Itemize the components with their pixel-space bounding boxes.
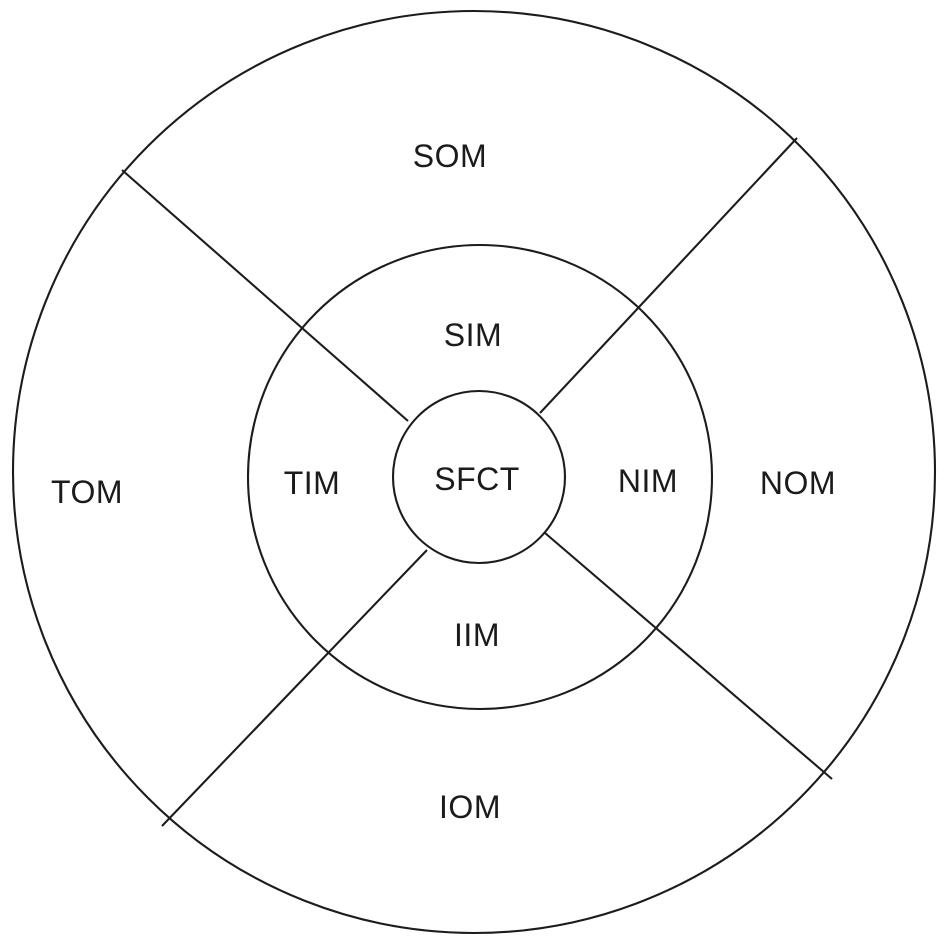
divider-line-top-left bbox=[121, 169, 409, 422]
inner-ring-label-bottom: IIM bbox=[454, 617, 500, 653]
inner-ring-label-right: NIM bbox=[618, 463, 678, 499]
inner-ring-label-left: TIM bbox=[284, 465, 341, 501]
outer-circle bbox=[11, 9, 937, 935]
middle-circle bbox=[246, 243, 714, 711]
inner-ring-label-top: SIM bbox=[444, 317, 502, 353]
center-label: SFCT bbox=[434, 461, 520, 497]
outer-ring-label-bottom: IOM bbox=[439, 789, 501, 825]
outer-ring-label-top: SOM bbox=[413, 138, 487, 174]
outer-ring-label-right: NOM bbox=[760, 465, 836, 501]
inner-circle bbox=[391, 389, 567, 565]
outer-ring-label-left: TOM bbox=[51, 474, 123, 510]
divider-line-bottom-right bbox=[544, 532, 833, 780]
divider-line-top-right bbox=[539, 137, 798, 414]
divider-line-bottom-left bbox=[161, 549, 428, 827]
